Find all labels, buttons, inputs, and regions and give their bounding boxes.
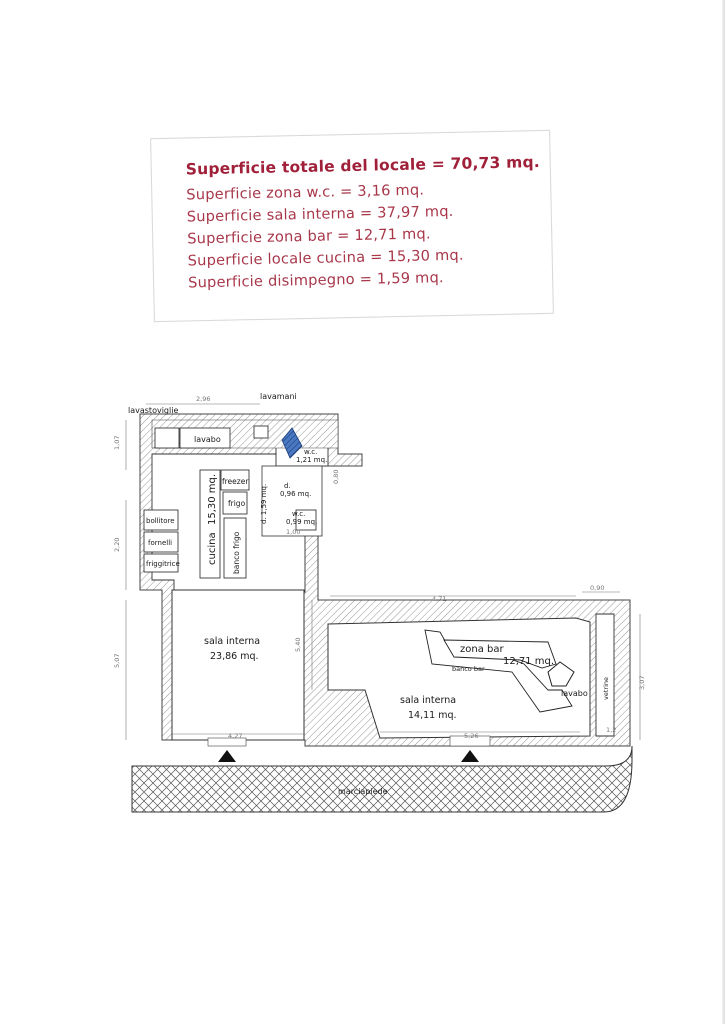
- entrance-gap-right: [449, 735, 491, 747]
- fornelli-fixture: [143, 531, 179, 553]
- label-wc2: w.c.: [292, 510, 305, 518]
- friggitrice-fixture: [143, 553, 179, 573]
- banco-frigo-fixture: [223, 517, 247, 579]
- wc2-fixture: [295, 509, 317, 531]
- label-friggitrice: friggitrice: [146, 560, 180, 568]
- dim-left-long: 5,07: [113, 654, 121, 668]
- label-wc2-area: 0,99 mq.: [286, 518, 317, 526]
- lavastoviglie-fixture: [154, 427, 180, 449]
- label-cucina: cucina: [207, 532, 218, 565]
- marciapiede-sidewalk: [131, 745, 633, 813]
- dim-vetrine-width: 0,90: [590, 584, 604, 592]
- dim-left-top: 1,07: [113, 436, 121, 450]
- label-fornelli: fornelli: [148, 539, 172, 547]
- entrance-arrow-right: [461, 750, 479, 762]
- label-cucina-area: 15,30 mq.: [207, 474, 218, 525]
- label-bollitore: bollitore: [146, 517, 175, 525]
- dim-right-depth: 3,07: [638, 676, 646, 690]
- lavabo-kitchen-fixture: [179, 427, 231, 449]
- dim-sala-front: 4,27: [228, 732, 242, 740]
- label-sala2-area: 14,11 mq.: [408, 710, 457, 721]
- dim-sala-height: 5,40: [294, 638, 302, 652]
- bollitore-fixture: [143, 509, 179, 531]
- sala-interna-1: [171, 589, 305, 741]
- lavamani-fixture: [253, 425, 269, 439]
- label-disimpegno: d. 1,59 mq.: [260, 484, 268, 524]
- dim-small-width: 1,00: [286, 528, 300, 536]
- label-wc: w.c.: [304, 448, 317, 456]
- label-banco-bar: banco bar: [452, 665, 485, 673]
- label-lavabo-bar: lavabo: [561, 689, 588, 698]
- dim-top-width: 2,96: [196, 395, 210, 403]
- label-lavamani: lavamani: [260, 392, 297, 401]
- label-wc-area: 1,21 mq.: [296, 456, 327, 464]
- dim-bar-width: 4,71: [432, 595, 446, 603]
- dim-right-wc: 0,80: [332, 470, 340, 484]
- label-lavastoviglie: lavastoviglie: [128, 406, 178, 415]
- dim-small-right: 1,2: [606, 726, 616, 734]
- label-d-small-area: 0,96 mq.: [280, 490, 311, 498]
- lavabo-bar-fixture: [547, 661, 575, 687]
- label-sala1: sala interna: [204, 636, 260, 647]
- page-edge-shadow: [722, 0, 725, 1024]
- zona-bar-box: [443, 639, 557, 669]
- wc-fixture: [281, 427, 303, 459]
- entrance-arrow-left: [218, 750, 236, 762]
- dimension-lines: [125, 403, 641, 740]
- label-vetrine: vetrine: [602, 677, 610, 700]
- freezer-fixture: [220, 469, 250, 491]
- label-sala2: sala interna: [400, 695, 456, 706]
- label-lavabo-kitchen: lavabo: [194, 435, 221, 444]
- label-frigo: frigo: [228, 499, 246, 508]
- label-freezer: freezer: [222, 477, 249, 486]
- label-sala1-area: 23,86 mq.: [210, 651, 259, 662]
- cucina-worktop: [199, 469, 221, 579]
- vetrine-box: [595, 613, 615, 737]
- label-d-small: d.: [284, 482, 291, 490]
- label-zona-bar: zona bar: [460, 644, 504, 655]
- label-marciapiede: marciapiede: [338, 787, 388, 796]
- frigo-fixture: [222, 491, 248, 515]
- dim-bar-front: 5,26: [464, 732, 478, 740]
- entrance-gap-left: [207, 737, 247, 747]
- dim-left-mid: 2,20: [113, 538, 121, 552]
- label-banco-frigo: banco frigo: [232, 531, 241, 574]
- label-zona-bar-area: 12,71 mq.: [503, 656, 554, 667]
